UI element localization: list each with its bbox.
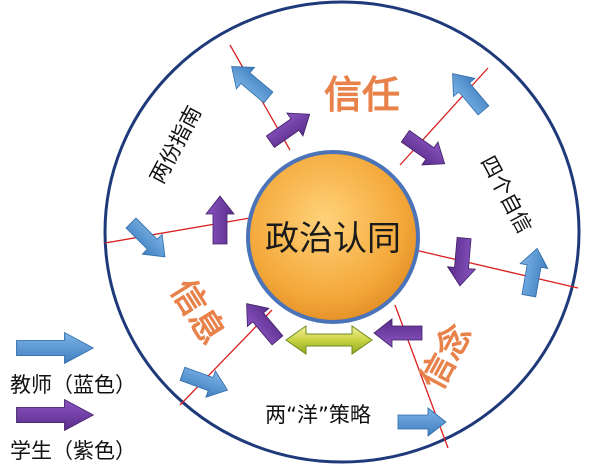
spoke-right [414,249,579,289]
legend-student-label: 学生（紫色） [10,439,136,463]
double-arrow [285,325,373,355]
legend-student-arrow [15,398,95,432]
core-label: 政治认同 [265,219,401,259]
legend: 教师（蓝色） 学生（紫色） [10,331,136,463]
legend-teacher-label: 教师（蓝色） [10,373,136,397]
legend-teacher-arrow [15,331,95,365]
strategy-two-yang: 两“洋”策略 [265,403,371,427]
core-circle [246,150,420,324]
quadrant-top-text: 信任 [324,73,400,117]
